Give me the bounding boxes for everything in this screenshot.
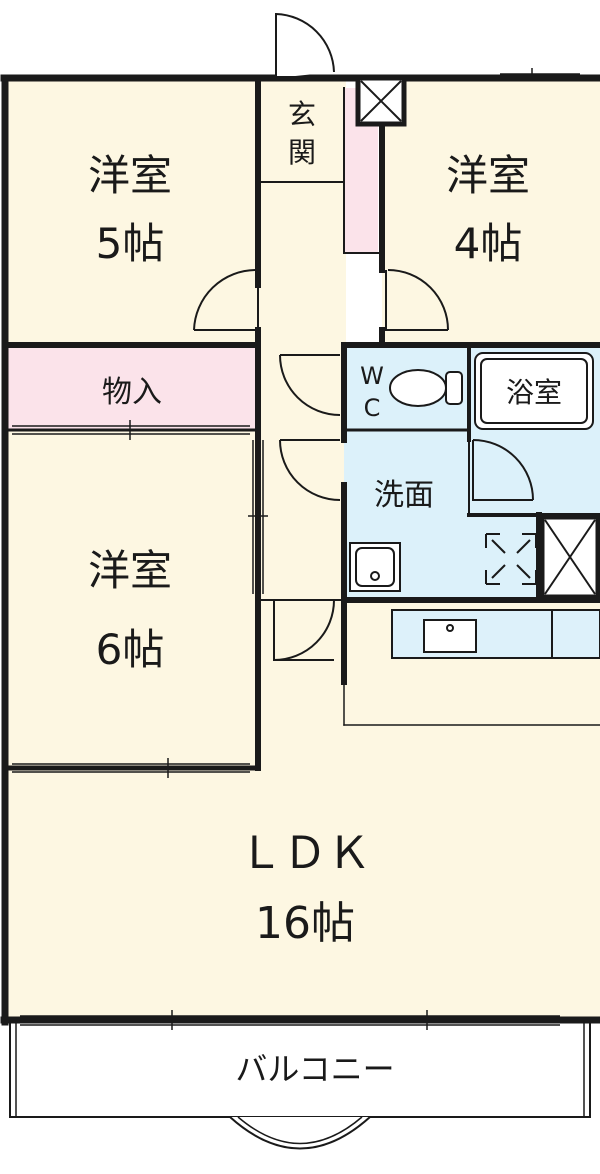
balcony: [9, 1021, 591, 1150]
washer-space: [485, 533, 537, 585]
ldk-name: ＬＤＫ: [239, 828, 371, 879]
toilet: [389, 369, 463, 407]
room-western-5-name: 洋室: [88, 151, 172, 200]
wc-label-1: W: [360, 362, 384, 390]
room-western-5-fill: [8, 80, 258, 345]
entrance-door: [275, 12, 335, 80]
hallway-fill: [258, 80, 346, 600]
entrance-label-1: 玄: [288, 98, 316, 131]
shaft-box-right: [539, 514, 600, 600]
room-labels: 洋室 5帖 洋室 4帖 玄 関 物入 W C 浴室 洗面 洋室 6帖 ＬＤＫ 1…: [88, 98, 562, 1088]
room-western-5-size: 5帖: [96, 219, 165, 268]
bath-label: 浴室: [506, 376, 562, 409]
sliding-doors: [12, 68, 580, 1030]
bathtub: [474, 352, 594, 430]
room-western-6-size: 6帖: [96, 625, 165, 674]
washroom-fill-2: [469, 515, 539, 600]
room-western-4-fill: [382, 80, 600, 345]
washroom-label: 洗面: [374, 478, 434, 513]
room-fills: [8, 80, 600, 1020]
shaft-box-top: [355, 75, 407, 127]
storage-fill: [8, 345, 258, 430]
storage-label: 物入: [102, 375, 162, 410]
ldk-size: 16帖: [255, 898, 355, 949]
entrance-label-2: 関: [288, 136, 316, 169]
balcony-label: バルコニー: [235, 1050, 394, 1088]
wash-basin: [349, 542, 401, 592]
room-western-4-name: 洋室: [446, 151, 530, 200]
ldk-lower-fill: [8, 768, 600, 1020]
room-western-4-size: 4帖: [454, 219, 523, 268]
door-swings: [193, 269, 534, 661]
kitchen-counter: [391, 609, 600, 659]
wc-label-2: C: [364, 394, 381, 422]
room-western-6-name: 洋室: [88, 546, 172, 595]
